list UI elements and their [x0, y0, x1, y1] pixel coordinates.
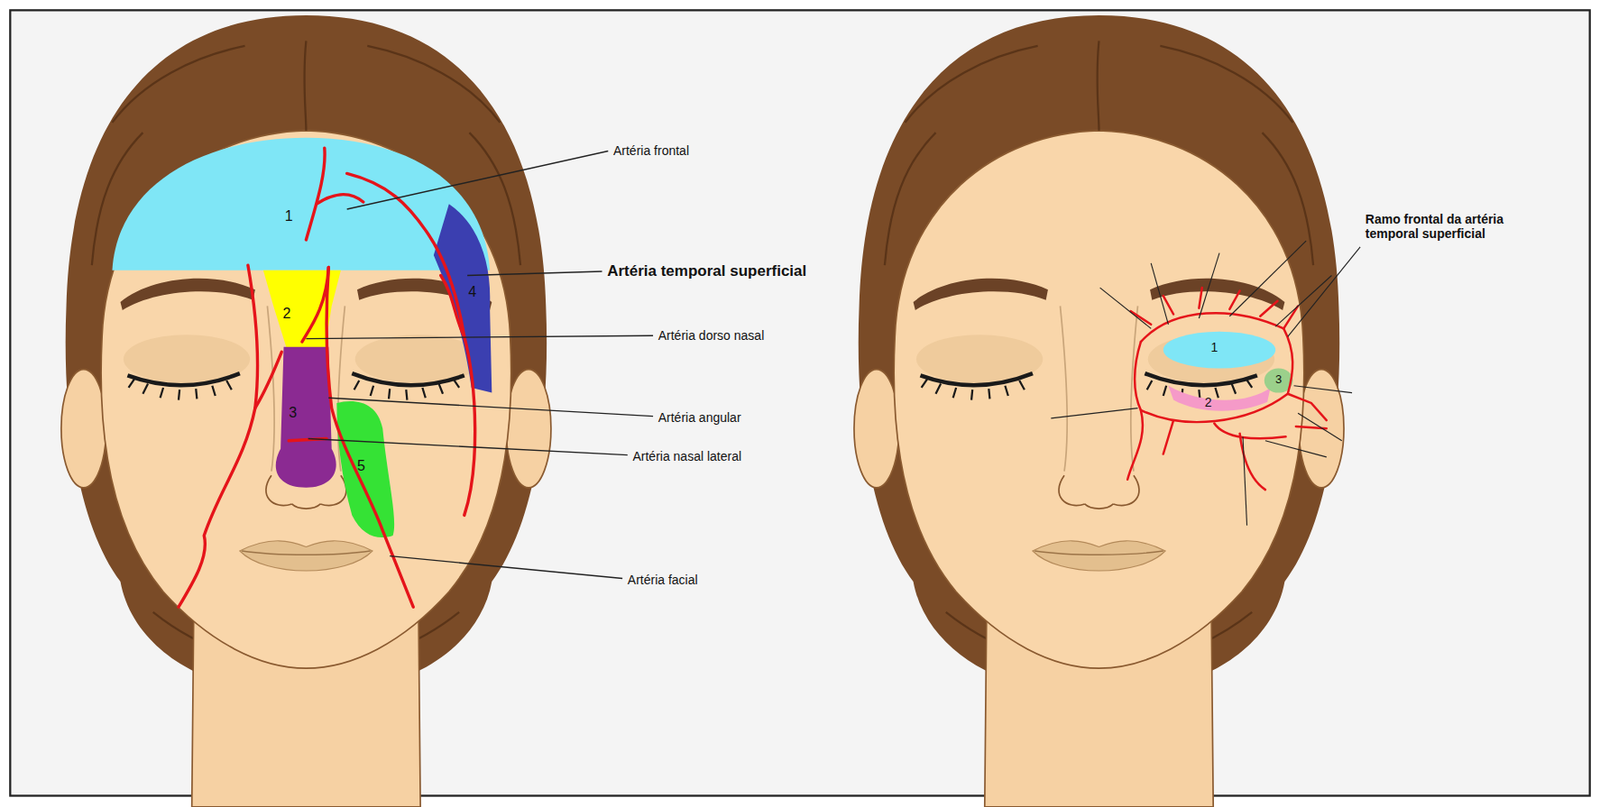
artery-label: Ramo frontal da artéria temporal superfi…: [1365, 211, 1560, 241]
artery-label: Artéria angular: [658, 410, 742, 425]
face-left: [61, 15, 552, 807]
leader-lines-right: [1050, 240, 1361, 526]
callout-number: 3: [1275, 372, 1282, 387]
callout-number: 1: [1210, 340, 1218, 355]
arteries-left: [178, 147, 476, 607]
artery-label: Artéria nasal lateral: [632, 449, 742, 464]
callout-number: 1: [285, 208, 294, 225]
arteries-eye: [1127, 287, 1327, 490]
callout-number: 2: [1204, 395, 1213, 410]
eye-zones: [1163, 331, 1294, 412]
face-right: [854, 15, 1344, 807]
leader-lines-left: [305, 150, 653, 579]
callout-number: 2: [282, 305, 291, 322]
callout-number: 5: [357, 458, 366, 475]
artery-label: Artéria facial: [627, 572, 699, 588]
callout-number: 4: [468, 283, 477, 300]
artery-label: Artéria frontal: [613, 143, 690, 158]
artery-label: Artéria temporal superficial: [606, 262, 807, 281]
artery-label: Artéria dorso nasal: [658, 328, 765, 343]
callout-number: 3: [288, 404, 297, 422]
